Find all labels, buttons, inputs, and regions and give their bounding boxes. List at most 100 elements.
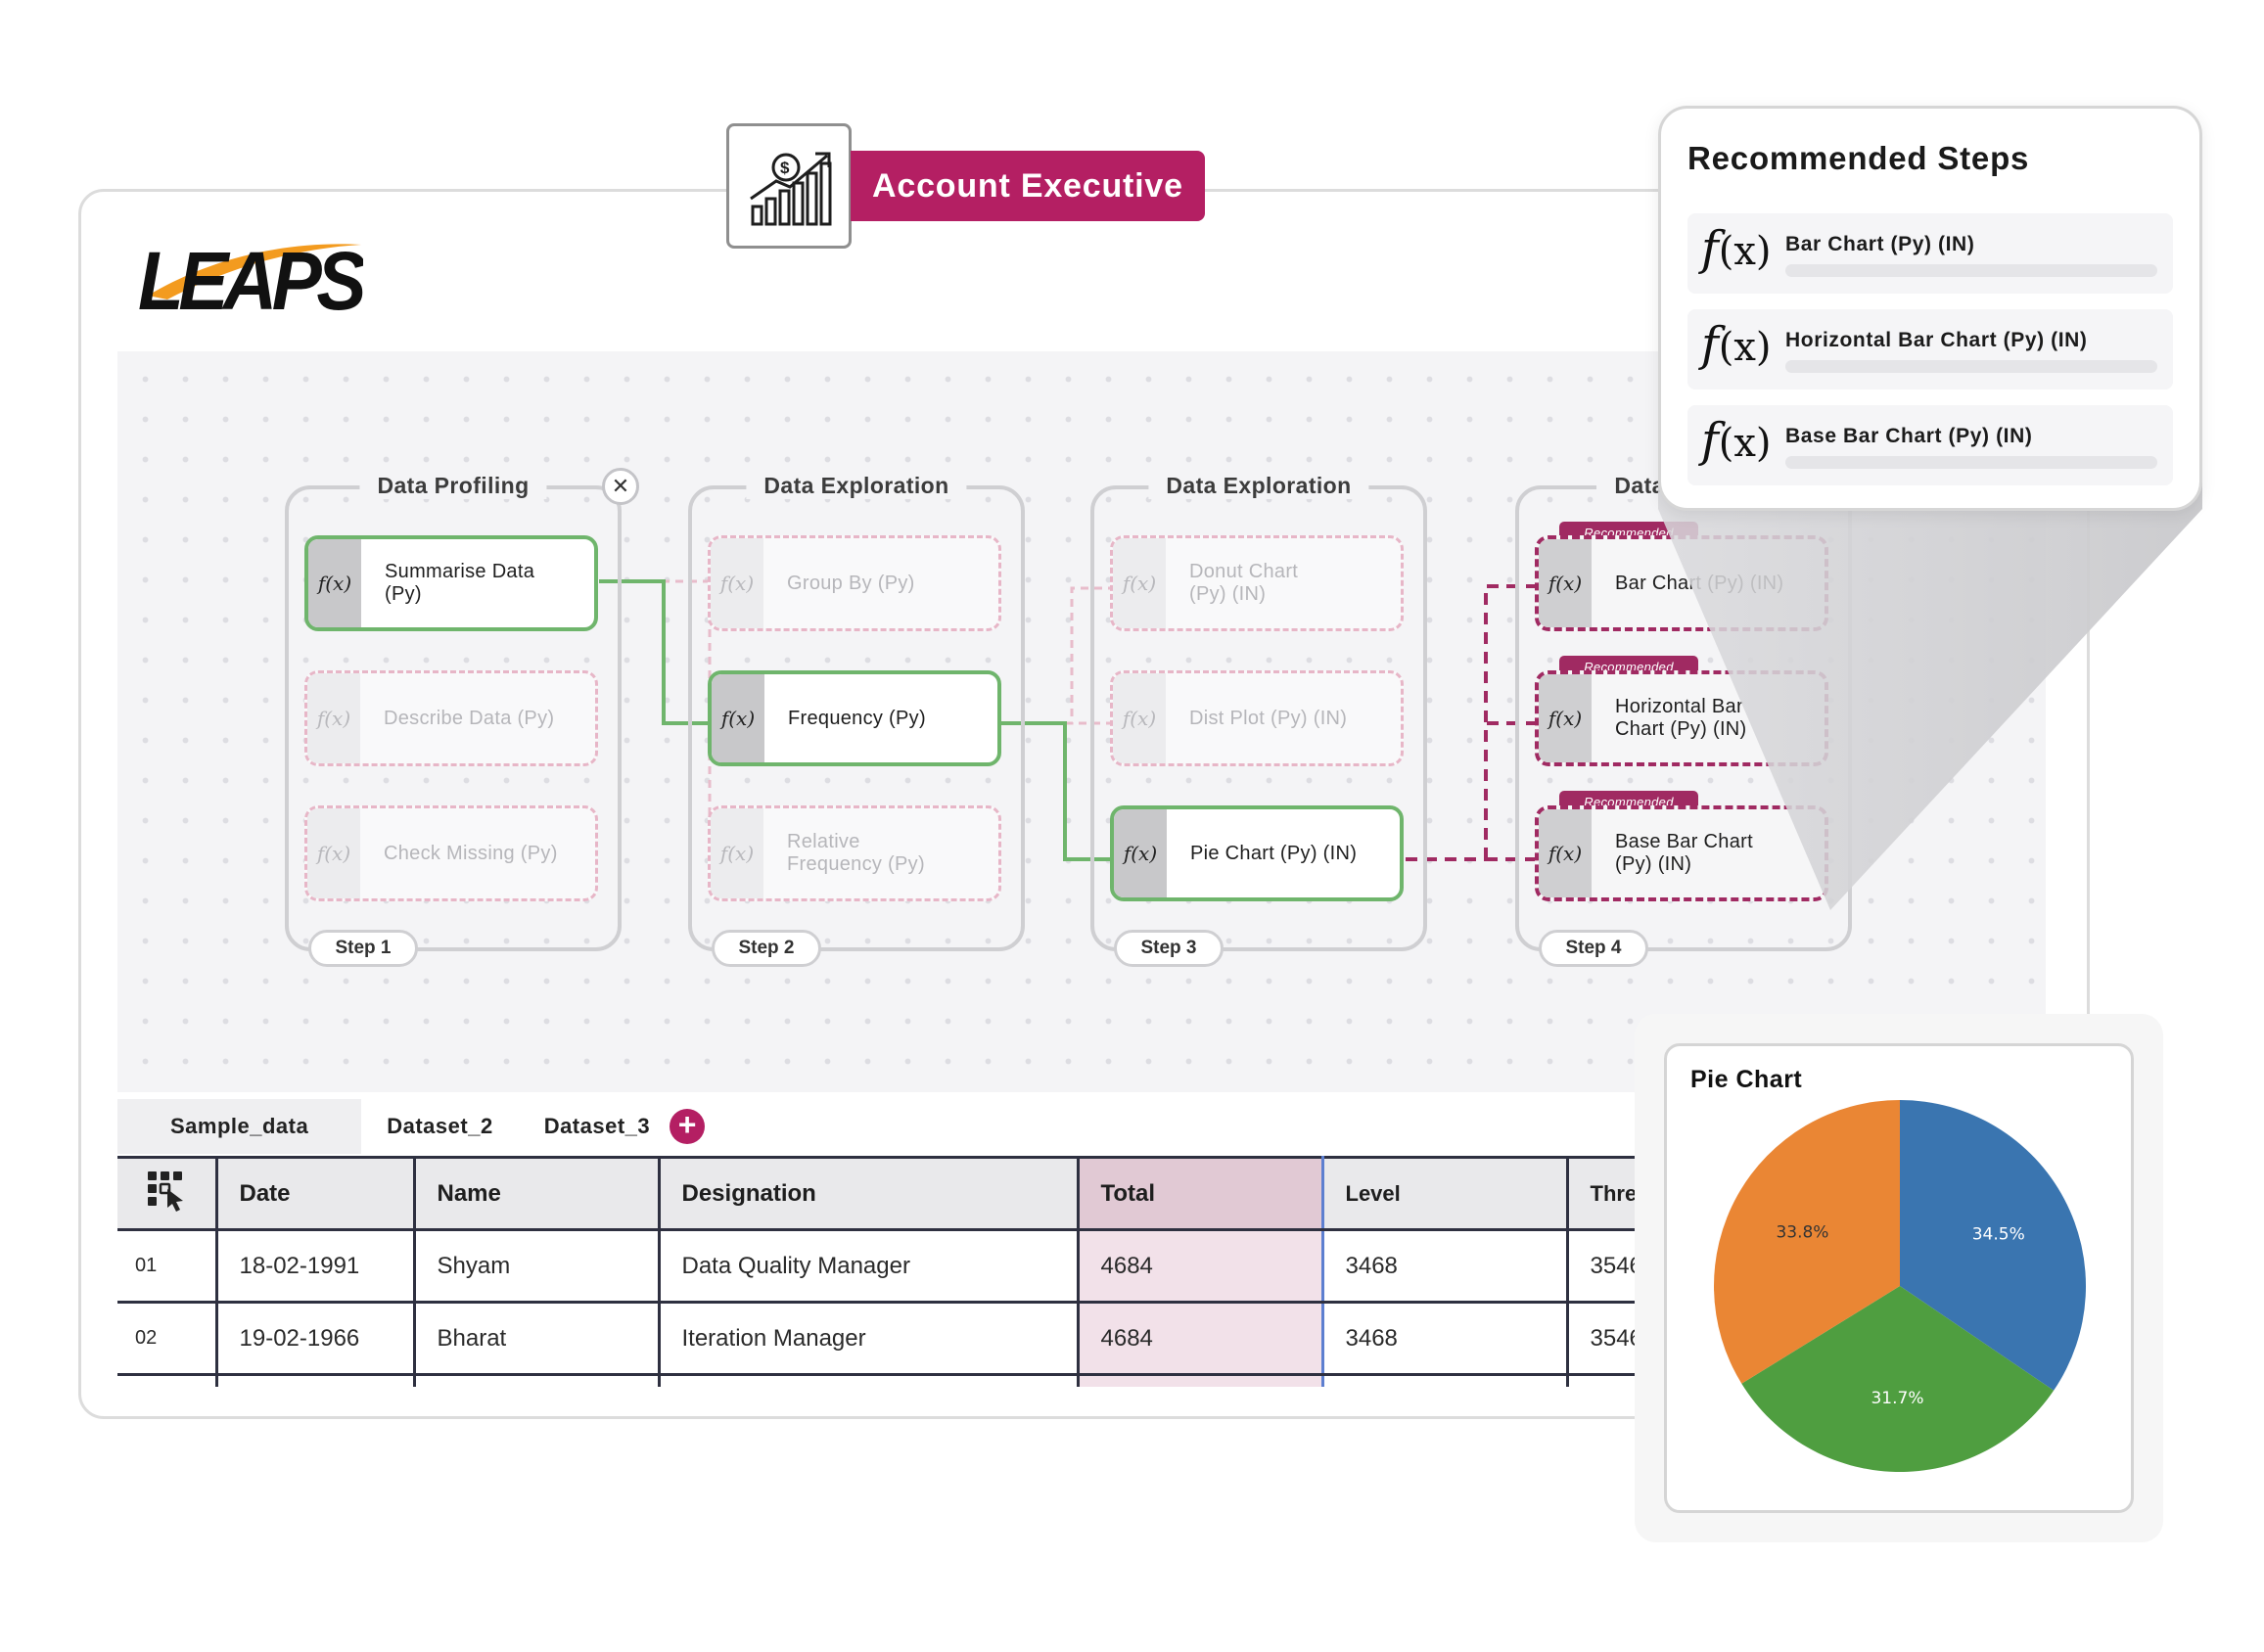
function-icon: f(x) bbox=[307, 673, 360, 763]
grid-select-icon[interactable] bbox=[144, 1168, 189, 1213]
recommended-item-base-bar-chart[interactable]: f(x) Base Bar Chart (Py) (IN) bbox=[1687, 405, 2173, 485]
step-3-container: Data Exploration Step 3 bbox=[1090, 473, 1427, 967]
placeholder-bar bbox=[1785, 456, 2157, 469]
function-icon: f(x) bbox=[1113, 673, 1166, 763]
pie-slice bbox=[1741, 1286, 2055, 1472]
leaps-logo: LEAPS bbox=[138, 235, 363, 315]
column-header-designation[interactable]: Designation bbox=[659, 1156, 1080, 1231]
node-describe-data[interactable]: f(x) Describe Data (Py) bbox=[304, 670, 598, 766]
step-label: Step 4 bbox=[1539, 930, 1648, 967]
step-title: Data Profiling bbox=[359, 473, 547, 499]
pie-chart-card: Pie Chart 34.5% 31.7% 33.8% bbox=[1664, 1043, 2134, 1513]
row-index: 01 bbox=[117, 1229, 218, 1304]
node-frequency[interactable]: f(x) Frequency (Py) bbox=[708, 670, 1001, 766]
cell-date[interactable]: 18-02-1991 bbox=[216, 1229, 416, 1304]
tab-sample-data[interactable]: Sample_data bbox=[117, 1099, 362, 1154]
node-label: Donut Chart (Py) (IN) bbox=[1189, 561, 1299, 605]
recommended-item-bar-chart[interactable]: f(x) Bar Chart (Py) (IN) bbox=[1687, 213, 2173, 294]
cell-name[interactable]: Shyam bbox=[414, 1229, 661, 1304]
step-2-container: Data Exploration Step 2 bbox=[688, 473, 1025, 967]
function-icon: f(x) bbox=[1701, 317, 1772, 372]
pie-slice-label: 31.7% bbox=[1871, 1389, 1923, 1408]
recommended-item-horizontal-bar-chart[interactable]: f(x) Horizontal Bar Chart (Py) (IN) bbox=[1687, 309, 2173, 390]
cell-date[interactable]: 19-02-1966 bbox=[216, 1302, 416, 1376]
pie-chart-title: Pie Chart bbox=[1690, 1066, 1803, 1093]
function-icon: f(x) bbox=[711, 538, 763, 628]
node-label: Base Bar Chart (Py) (IN) bbox=[1615, 831, 1753, 875]
pie-slice bbox=[1900, 1100, 2086, 1391]
step-title: Data Exploration bbox=[1148, 473, 1369, 499]
data-table: Date Name Designation Total Level Thresh… bbox=[117, 1156, 1684, 1387]
chart-growth-icon: $ bbox=[750, 152, 832, 226]
column-header-date[interactable]: Date bbox=[216, 1156, 416, 1231]
table-row[interactable]: 02 19-02-1966 Bharat Iteration Manager 4… bbox=[117, 1302, 1684, 1376]
column-header-name[interactable]: Name bbox=[414, 1156, 661, 1231]
node-relative-frequency[interactable]: f(x) Relative Frequency (Py) bbox=[708, 805, 1001, 901]
financial-growth-icon: $ bbox=[726, 123, 852, 249]
node-pie-chart[interactable]: f(x) Pie Chart (Py) (IN) bbox=[1110, 805, 1404, 901]
placeholder-bar bbox=[1785, 360, 2157, 373]
cell-level[interactable]: 3468 bbox=[1322, 1302, 1569, 1376]
function-icon: f(x) bbox=[1539, 809, 1592, 897]
recommended-item-label: Horizontal Bar Chart (Py) (IN) bbox=[1785, 329, 2088, 351]
node-label: Summarise Data (Py) bbox=[385, 561, 535, 605]
step-label: Step 3 bbox=[1114, 930, 1224, 967]
svg-text:$: $ bbox=[780, 159, 790, 177]
function-icon: f(x) bbox=[1113, 538, 1166, 628]
cell-name[interactable]: Bharat bbox=[414, 1302, 661, 1376]
node-label: Dist Plot (Py) (IN) bbox=[1189, 707, 1348, 729]
pie-chart: 34.5% 31.7% 33.8% bbox=[1714, 1100, 2086, 1472]
role-badge: Account Executive bbox=[851, 151, 1205, 221]
select-all-cell[interactable] bbox=[117, 1156, 218, 1231]
recommended-steps-panel: Recommended Steps f(x) Bar Chart (Py) (I… bbox=[1658, 106, 2202, 511]
node-base-bar-chart[interactable]: f(x) Base Bar Chart (Py) (IN) bbox=[1535, 805, 1828, 901]
node-label: Describe Data (Py) bbox=[384, 707, 555, 729]
recommended-item-label: Base Bar Chart (Py) (IN) bbox=[1785, 425, 2033, 447]
step-1-container: Data Profiling ✕ Step 1 bbox=[285, 468, 639, 967]
node-summarise-data[interactable]: f(x) Summarise Data (Py) bbox=[304, 535, 598, 631]
pie-slice-label: 33.8% bbox=[1776, 1222, 1828, 1242]
function-icon: f(x) bbox=[1539, 539, 1592, 627]
row-index: 02 bbox=[117, 1302, 218, 1376]
node-label: Relative Frequency (Py) bbox=[787, 831, 925, 875]
function-icon: f(x) bbox=[308, 539, 361, 627]
panel-title: Recommended Steps bbox=[1687, 140, 2030, 176]
function-icon: f(x) bbox=[1539, 674, 1592, 762]
tab-dataset-3[interactable]: Dataset_3 bbox=[543, 1114, 651, 1138]
column-header-level[interactable]: Level bbox=[1322, 1156, 1569, 1231]
cell-total[interactable]: 4684 bbox=[1076, 1229, 1324, 1304]
function-icon: f(x) bbox=[1701, 413, 1772, 468]
node-label: Check Missing (Py) bbox=[384, 842, 558, 864]
svg-text:LEAPS: LEAPS bbox=[138, 235, 363, 315]
step-title: Data Exploration bbox=[746, 473, 967, 499]
node-label: Horizontal Bar Chart (Py) (IN) bbox=[1615, 696, 1747, 740]
cell-total[interactable]: 4684 bbox=[1076, 1302, 1324, 1376]
function-icon: f(x) bbox=[711, 808, 763, 898]
close-step-button[interactable]: ✕ bbox=[602, 468, 639, 505]
node-label: Group By (Py) bbox=[787, 572, 915, 594]
function-icon: f(x) bbox=[307, 808, 360, 898]
add-dataset-button[interactable]: + bbox=[670, 1109, 706, 1144]
column-header-total[interactable]: Total bbox=[1076, 1156, 1324, 1231]
node-donut-chart[interactable]: f(x) Donut Chart (Py) (IN) bbox=[1110, 535, 1404, 631]
tab-dataset-2[interactable]: Dataset_2 bbox=[387, 1114, 493, 1138]
pie-slice bbox=[1714, 1100, 1900, 1384]
pie-slice-label: 34.5% bbox=[1972, 1225, 2025, 1245]
step-label: Step 2 bbox=[712, 930, 821, 967]
cell-level[interactable]: 3468 bbox=[1322, 1229, 1569, 1304]
recommended-item-label: Bar Chart (Py) (IN) bbox=[1785, 233, 1975, 255]
function-icon: f(x) bbox=[712, 674, 764, 762]
table-row-partial bbox=[117, 1374, 1684, 1387]
function-icon: f(x) bbox=[1114, 809, 1167, 897]
cell-designation[interactable]: Iteration Manager bbox=[659, 1302, 1080, 1376]
node-check-missing[interactable]: f(x) Check Missing (Py) bbox=[304, 805, 598, 901]
step-label: Step 1 bbox=[308, 930, 418, 967]
node-group-by[interactable]: f(x) Group By (Py) bbox=[708, 535, 1001, 631]
node-label: Frequency (Py) bbox=[788, 707, 926, 729]
node-dist-plot[interactable]: f(x) Dist Plot (Py) (IN) bbox=[1110, 670, 1404, 766]
function-icon: f(x) bbox=[1701, 221, 1772, 276]
dataset-tabs: Sample_data Dataset_2 Dataset_3 + bbox=[117, 1099, 1723, 1154]
node-label: Pie Chart (Py) (IN) bbox=[1190, 842, 1358, 864]
cell-designation[interactable]: Data Quality Manager bbox=[659, 1229, 1080, 1304]
